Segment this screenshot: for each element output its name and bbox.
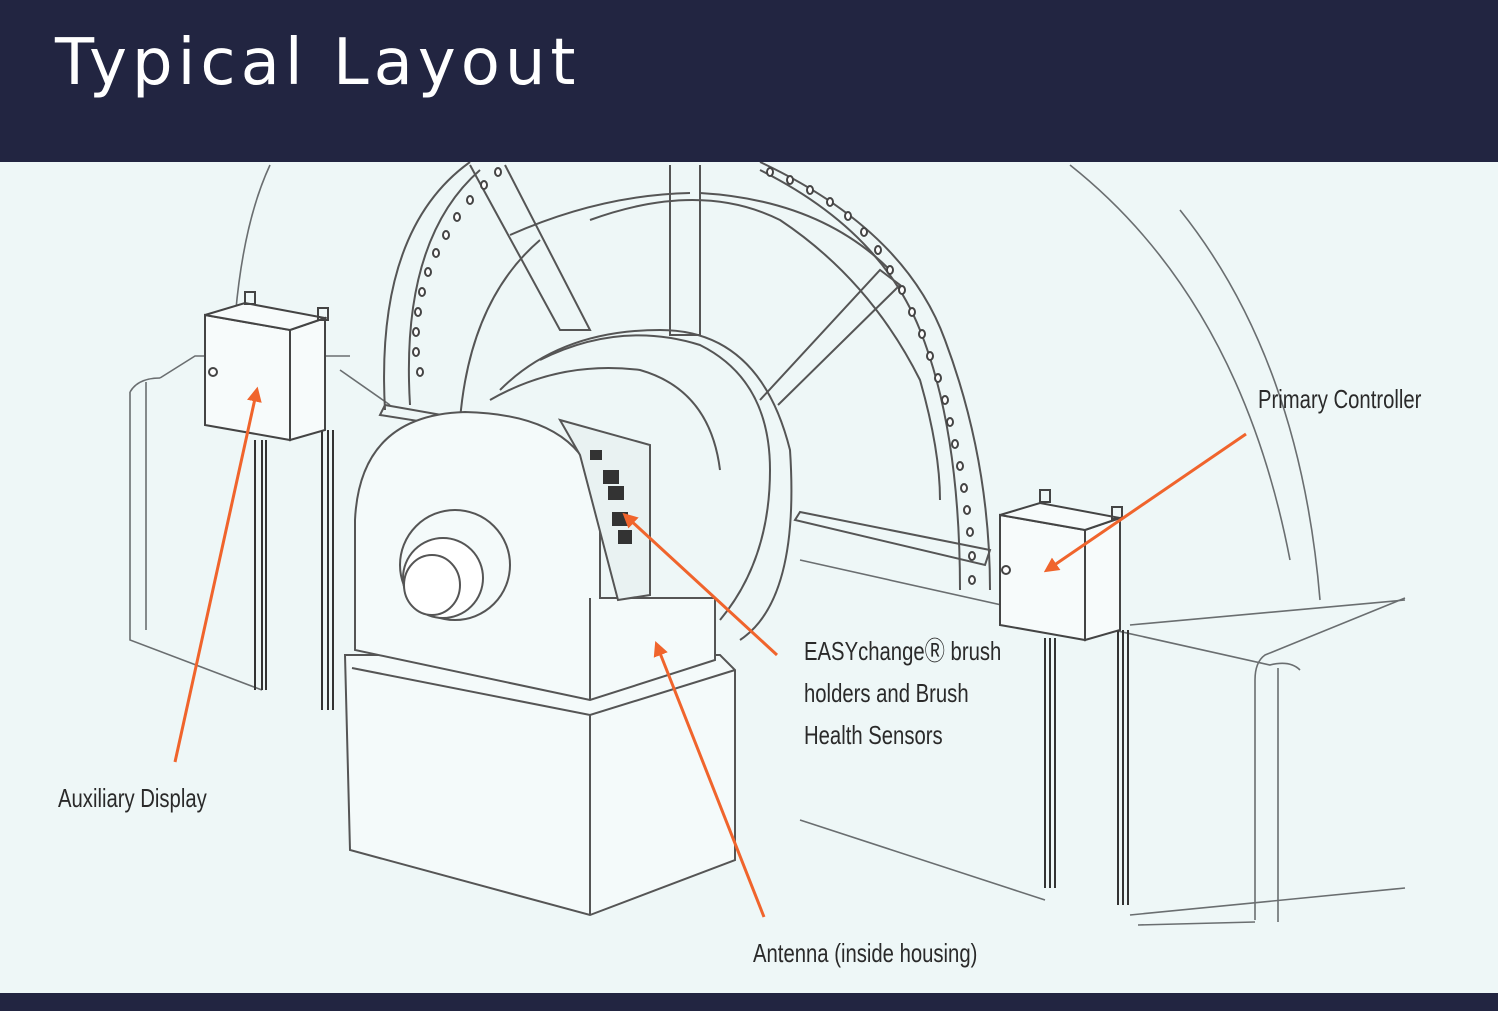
right-conduit [1044, 630, 1129, 905]
left-conduit [254, 430, 334, 710]
auxiliary-display-box [204, 291, 329, 442]
footer-bar [0, 993, 1498, 1011]
arrow-antenna [653, 641, 766, 918]
background-linework [129, 164, 1406, 926]
primary-controller-box [999, 489, 1124, 642]
arrow-primary-controller [1043, 432, 1247, 573]
slide-title: Typical Layout [55, 26, 581, 100]
label-antenna: Antenna (inside housing) [753, 938, 978, 968]
callout-arrows [173, 386, 1247, 918]
generator-layout-drawing [129, 162, 1406, 926]
arrow-brush-holders [622, 512, 779, 657]
label-brush-holders-line-2: holders and Brush [804, 678, 969, 708]
vent-holes [412, 167, 976, 585]
title-bar: Typical Layout [0, 0, 1498, 162]
bearing-pedestal [343, 410, 736, 917]
label-brush-holders-line-1: EASYchangeⓇ brush [804, 636, 1002, 666]
label-auxiliary-display: Auxiliary Display [58, 783, 207, 813]
arrow-auxiliary-display [173, 386, 262, 763]
label-brush-holders-line-3: Health Sensors [804, 720, 943, 750]
label-primary-controller: Primary Controller [1258, 384, 1422, 414]
